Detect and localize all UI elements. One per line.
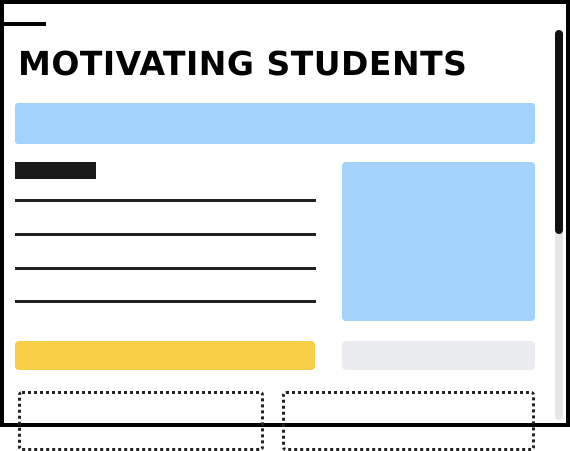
primary-button[interactable] bbox=[15, 341, 315, 370]
page-title: MOTIVATING STUDENTS bbox=[18, 44, 468, 83]
secondary-button[interactable] bbox=[342, 341, 535, 370]
image-placeholder bbox=[342, 162, 535, 321]
text-line-4 bbox=[15, 300, 316, 303]
dotted-card-left[interactable] bbox=[18, 391, 264, 451]
text-line-1 bbox=[15, 199, 316, 202]
section-heading-placeholder bbox=[15, 162, 96, 179]
scrollbar-thumb[interactable] bbox=[555, 30, 563, 234]
banner-placeholder bbox=[15, 103, 535, 144]
corner-tab-marker bbox=[4, 22, 46, 26]
text-line-2 bbox=[15, 233, 316, 236]
dotted-card-right[interactable] bbox=[282, 391, 535, 451]
text-line-3 bbox=[15, 267, 316, 270]
